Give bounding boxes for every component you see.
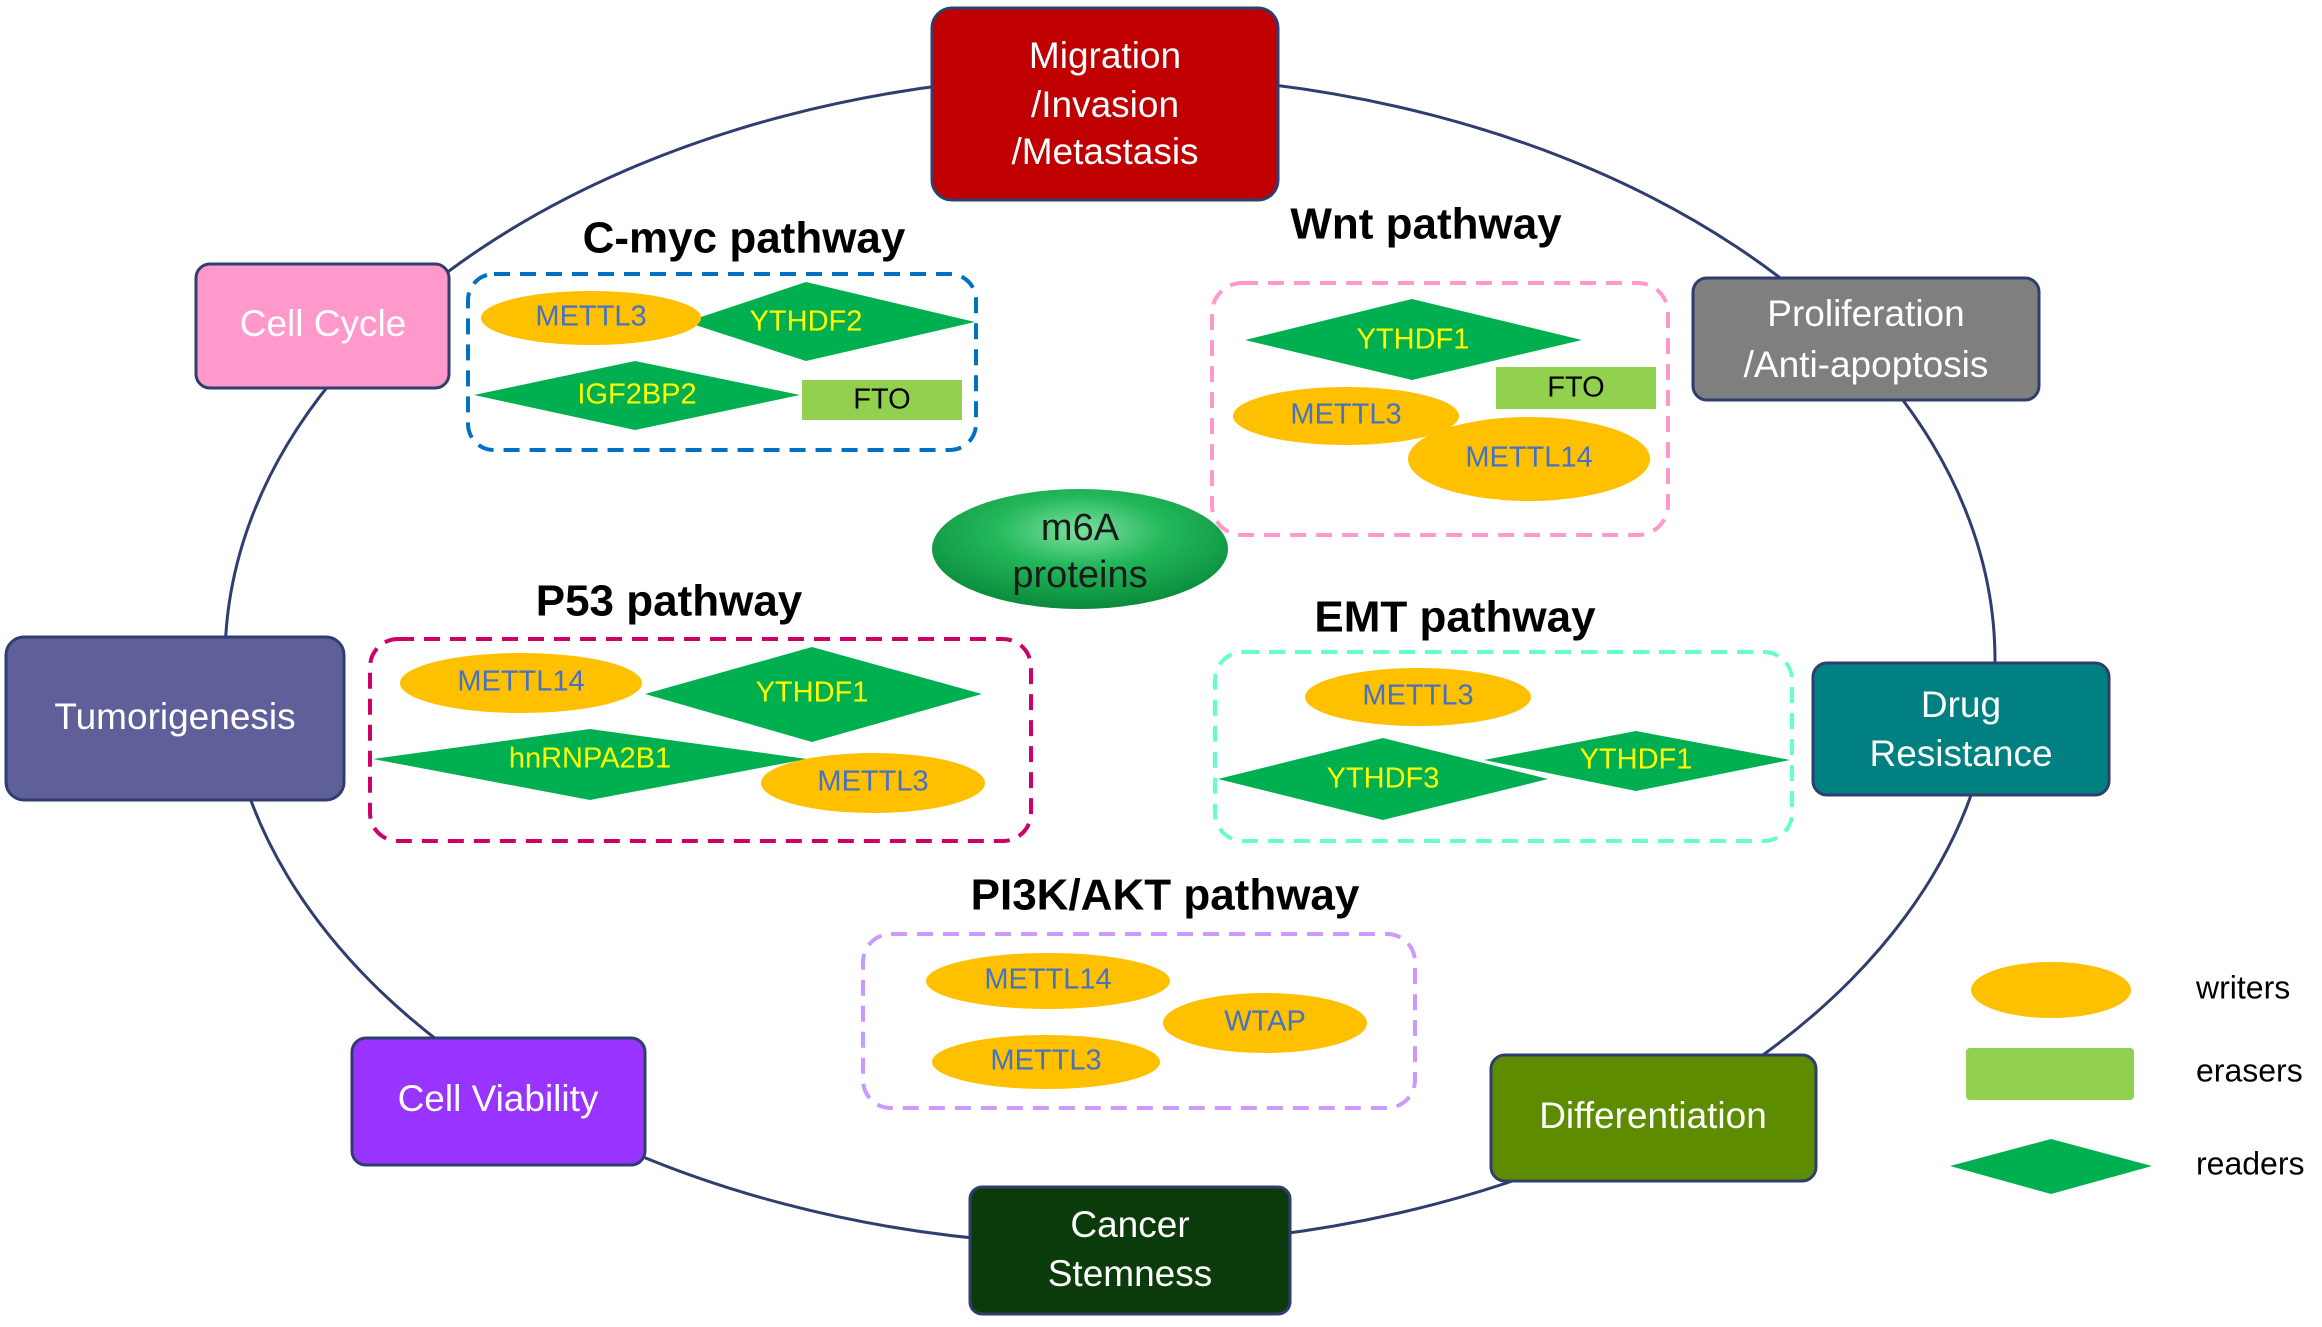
outcome-proliferation-line2: /Anti-apoptosis bbox=[1744, 344, 1989, 385]
wnt-eraser1-label: FTO bbox=[1547, 372, 1604, 404]
outcome-cancer-stemness: Cancer Stemness bbox=[968, 1185, 1292, 1316]
outcome-cell-cycle-box bbox=[194, 262, 451, 390]
pi3k-writer2-shape bbox=[1163, 993, 1367, 1053]
emt-reader2-label: YTHDF1 bbox=[1580, 744, 1693, 776]
outcome-migration-box bbox=[930, 6, 1280, 202]
pathway-wnt-title: Wnt pathway bbox=[1290, 200, 1562, 249]
p53-reader2-label: hnRNPA2B1 bbox=[509, 743, 671, 775]
m6a-center-line1: m6A bbox=[1041, 507, 1120, 549]
legend-reader-swatch bbox=[1950, 1139, 2152, 1194]
m6a-center: m6A proteins bbox=[932, 489, 1228, 609]
outcome-tumorigenesis-label: Tumorigenesis bbox=[54, 696, 295, 737]
outcome-proliferation-box bbox=[1691, 276, 2041, 402]
pathway-cmyc-title: C-myc pathway bbox=[583, 214, 906, 263]
pathway-p53-title: P53 pathway bbox=[536, 577, 803, 626]
wnt-reader1-shape bbox=[1245, 299, 1582, 380]
pathway-emt: EMT pathway METTL3 YTHDF3 YTHDF1 bbox=[1213, 593, 1794, 843]
cmyc-eraser1-label: FTO bbox=[853, 384, 910, 416]
outcome-migration-line1: Migration bbox=[1029, 35, 1181, 76]
outcome-drug-resistance-line2: Resistance bbox=[1869, 733, 2052, 774]
pathway-emt-frame bbox=[1213, 650, 1794, 843]
cmyc-writer1-shape bbox=[481, 291, 701, 345]
pathway-p53-frame bbox=[368, 637, 1033, 843]
pathway-cmyc: C-myc pathway YTHDF2 METTL3 IGF2BP2 FTO bbox=[466, 214, 978, 452]
pi3k-writer1-shape bbox=[926, 953, 1170, 1009]
outcome-cell-cycle: Cell Cycle bbox=[194, 262, 451, 390]
legend: writers erasers readers bbox=[1950, 962, 2305, 1194]
outcome-tumorigenesis-box bbox=[4, 635, 346, 802]
outcome-cell-cycle-label: Cell Cycle bbox=[240, 303, 407, 344]
cmyc-reader2-shape bbox=[474, 361, 800, 430]
outcome-drug-resistance-line1: Drug bbox=[1921, 684, 2001, 725]
cmyc-reader2-label: IGF2BP2 bbox=[577, 379, 696, 411]
outcome-proliferation-line1: Proliferation bbox=[1767, 293, 1964, 334]
wnt-eraser1-shape bbox=[1496, 367, 1656, 409]
legend-erasers-label: erasers bbox=[2196, 1052, 2303, 1088]
wnt-writer1-shape bbox=[1233, 387, 1459, 445]
pi3k-writer2-label: WTAP bbox=[1224, 1006, 1306, 1038]
p53-writer2-shape bbox=[761, 753, 985, 813]
outcome-cancer-stemness-line1: Cancer bbox=[1070, 1204, 1189, 1245]
emt-reader1-label: YTHDF3 bbox=[1327, 763, 1440, 795]
outcome-migration-line2: /Invasion bbox=[1031, 84, 1179, 125]
wnt-reader1-label: YTHDF1 bbox=[1357, 324, 1470, 356]
pathway-cmyc-frame bbox=[466, 272, 978, 452]
cmyc-eraser1-shape bbox=[802, 380, 962, 420]
legend-eraser-swatch bbox=[1966, 1048, 2134, 1100]
emt-writer1-shape bbox=[1305, 668, 1531, 726]
outcome-cancer-stemness-box bbox=[968, 1185, 1292, 1316]
pi3k-writer3-label: METTL3 bbox=[990, 1045, 1101, 1077]
emt-writer1-label: METTL3 bbox=[1362, 680, 1473, 712]
m6a-center-ellipse bbox=[932, 489, 1228, 609]
pathway-wnt-frame bbox=[1210, 281, 1670, 537]
outcome-cell-viability: Cell Viability bbox=[350, 1036, 647, 1167]
outcome-cancer-stemness-line2: Stemness bbox=[1048, 1253, 1213, 1294]
pathway-pi3k-frame bbox=[861, 932, 1417, 1110]
p53-writer1-label: METTL14 bbox=[457, 666, 584, 698]
legend-writers-label: writers bbox=[2195, 969, 2290, 1005]
pi3k-writer3-shape bbox=[932, 1035, 1160, 1089]
emt-reader1-shape bbox=[1218, 738, 1548, 820]
pathway-pi3k-title: PI3K/AKT pathway bbox=[971, 871, 1360, 920]
cmyc-writer1-label: METTL3 bbox=[535, 301, 646, 333]
cmyc-reader1-label: YTHDF2 bbox=[750, 306, 863, 338]
wnt-writer2-shape bbox=[1408, 417, 1650, 501]
outcome-differentiation: Differentiation bbox=[1489, 1053, 1818, 1183]
p53-reader1-label: YTHDF1 bbox=[756, 677, 869, 709]
legend-readers-label: readers bbox=[2196, 1145, 2305, 1181]
outcome-differentiation-box bbox=[1489, 1053, 1818, 1183]
m6a-center-line2: proteins bbox=[1012, 554, 1147, 596]
outcome-cell-viability-box bbox=[350, 1036, 647, 1167]
outcome-differentiation-label: Differentiation bbox=[1539, 1095, 1767, 1136]
pathway-p53: P53 pathway YTHDF1 METTL14 hnRNPA2B1 MET… bbox=[368, 577, 1033, 843]
cmyc-reader1-shape bbox=[686, 282, 975, 361]
p53-writer1-shape bbox=[400, 653, 642, 713]
legend-writer-swatch bbox=[1971, 962, 2131, 1018]
outcome-cell-viability-label: Cell Viability bbox=[398, 1078, 599, 1119]
outcome-migration-line3: /Metastasis bbox=[1011, 131, 1198, 172]
outcome-drug-resistance: Drug Resistance bbox=[1811, 661, 2111, 797]
pi3k-writer1-label: METTL14 bbox=[984, 964, 1111, 996]
outcome-drug-resistance-box bbox=[1811, 661, 2111, 797]
wnt-writer2-label: METTL14 bbox=[1465, 442, 1592, 474]
pathway-pi3k: PI3K/AKT pathway METTL14 WTAP METTL3 bbox=[861, 871, 1417, 1110]
wnt-writer1-label: METTL3 bbox=[1290, 399, 1401, 431]
pathway-wnt: Wnt pathway YTHDF1 FTO METTL3 METTL14 bbox=[1210, 200, 1670, 537]
p53-writer2-label: METTL3 bbox=[817, 766, 928, 798]
p53-reader2-shape bbox=[373, 729, 807, 800]
outcome-migration: Migration /Invasion /Metastasis bbox=[930, 6, 1280, 202]
emt-reader2-shape bbox=[1484, 731, 1790, 791]
pathway-emt-title: EMT pathway bbox=[1314, 593, 1596, 642]
outcome-tumorigenesis: Tumorigenesis bbox=[4, 635, 346, 802]
p53-reader1-shape bbox=[645, 647, 982, 742]
outcome-proliferation: Proliferation /Anti-apoptosis bbox=[1691, 276, 2041, 402]
